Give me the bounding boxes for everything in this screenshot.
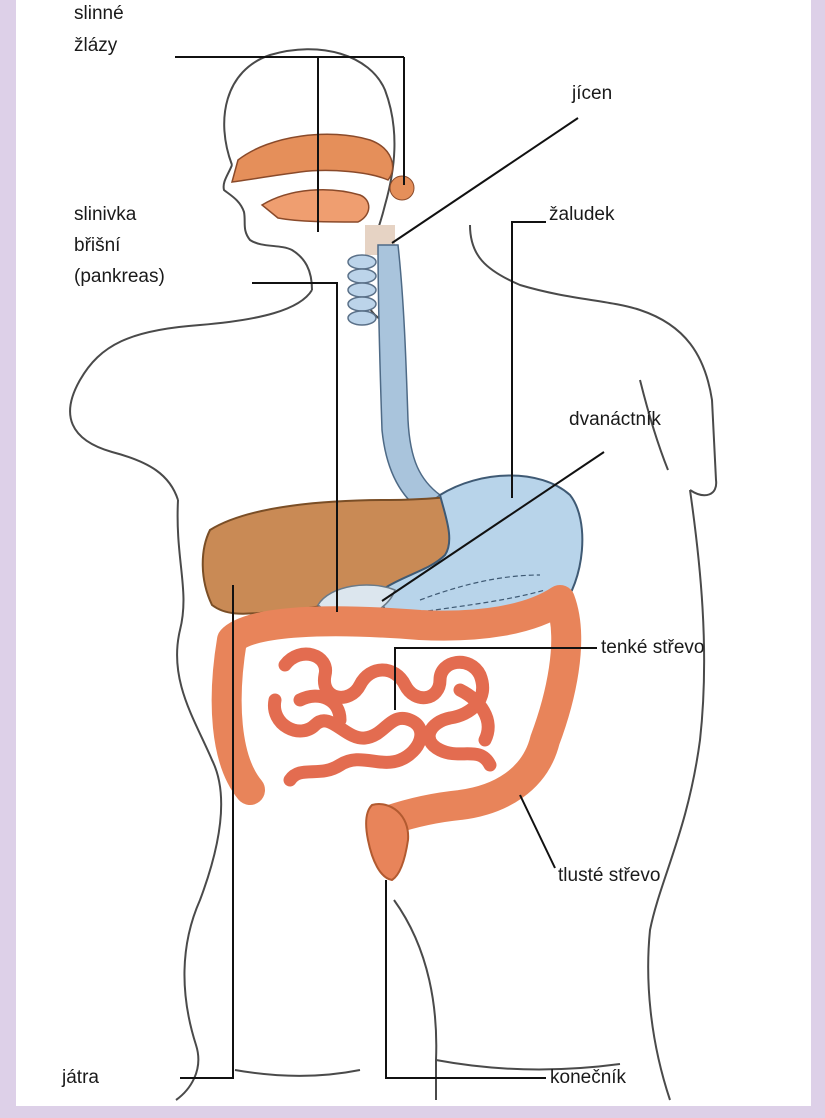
leader-stomach [512, 222, 546, 498]
rectum [366, 804, 408, 880]
salivary-gland [390, 176, 414, 200]
face-outline [224, 165, 312, 290]
small-intestine [274, 654, 490, 780]
label-liver: játra [62, 1066, 99, 1090]
label-stomach: žaludek [549, 203, 615, 227]
palate [232, 134, 393, 182]
trachea-ring [348, 255, 376, 269]
small-intestine-loops [274, 700, 420, 780]
leader-large-intestine [520, 795, 555, 868]
label-esophagus: jícen [572, 82, 612, 106]
label-large-intestine: tlusté střevo [558, 864, 660, 888]
label-duodenum: dvanáctník [569, 408, 661, 432]
trachea [348, 255, 376, 325]
leader-rectum [386, 880, 546, 1078]
trachea-ring [348, 297, 376, 311]
thigh-line-left [235, 1070, 360, 1076]
torso-right [648, 490, 704, 1100]
trachea-ring [348, 283, 376, 297]
diagram-frame: slinné žlázy jícen slinivka břišní (pank… [16, 0, 811, 1106]
label-salivary-glands-1: slinné [74, 2, 124, 26]
esophagus [378, 245, 440, 510]
mouth-cavity [232, 134, 414, 255]
label-salivary-glands-2: žlázy [74, 34, 117, 58]
inner-legs [394, 900, 436, 1100]
label-small-intestine: tenké střevo [601, 636, 705, 660]
neck-shoulder-left [70, 290, 312, 500]
label-pancreas-3: (pankreas) [74, 265, 165, 289]
small-intestine-loops [285, 654, 490, 765]
label-rectum: konečník [550, 1066, 626, 1090]
label-pancreas-1: slinivka [74, 203, 136, 227]
digestive-system-diagram [16, 0, 811, 1106]
tongue [262, 190, 369, 222]
label-pancreas-2: břišní [74, 234, 120, 258]
trachea-ring [348, 311, 376, 325]
neck-shoulder-right [470, 225, 716, 495]
trachea-ring [348, 269, 376, 283]
